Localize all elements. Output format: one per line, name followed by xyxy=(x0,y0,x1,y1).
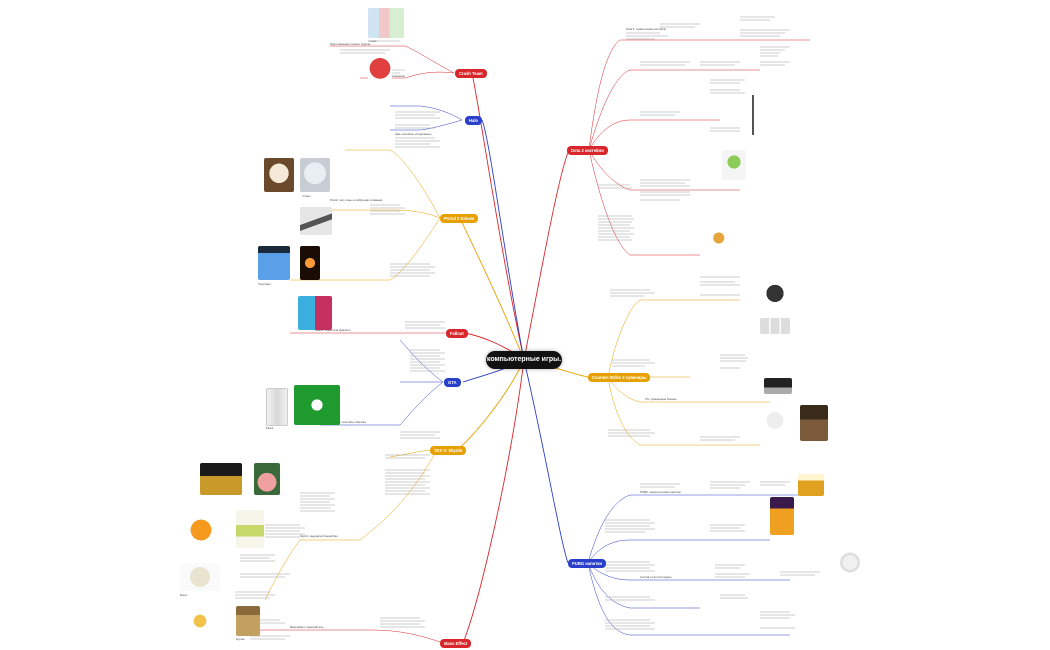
topic-portal[interactable]: Portal 2 Knives xyxy=(440,214,479,223)
plant-cup-image xyxy=(722,150,746,180)
topic-dota[interactable]: Dota 2 коктейли xyxy=(567,146,608,155)
topic-halo[interactable]: Halo xyxy=(465,116,483,125)
wine-glass-image xyxy=(236,510,264,548)
central-topic[interactable]: компьютерные игры. xyxy=(486,351,562,369)
jars-image xyxy=(368,8,404,38)
caption-glass: Бокал xyxy=(180,594,188,597)
branch-crash xyxy=(471,72,525,361)
cup-image xyxy=(180,563,220,591)
note-skyrim: Skyrim: медовуха Хонингбрю xyxy=(300,534,338,538)
bar-photo-image xyxy=(800,405,828,441)
mug-image xyxy=(254,463,280,495)
note-gta: GTA: коктейль «Sprunk» xyxy=(335,420,367,424)
cookies-image xyxy=(188,608,228,634)
note-portal: Portal: торт-ложь со взбитыми сливками xyxy=(330,198,383,202)
caption-jars: Стопки xyxy=(368,40,377,43)
caption-cup: Подставка xyxy=(258,283,271,286)
glasses-set-image xyxy=(708,222,744,254)
note-recipe: Состав и способ подачи xyxy=(640,575,672,579)
topic-gta[interactable]: GTA xyxy=(444,378,461,387)
caption-mug: Кружка xyxy=(236,638,245,641)
caption-skull: Стакан xyxy=(302,195,311,198)
cheese-image xyxy=(183,516,219,544)
knife-stand-image xyxy=(764,378,792,394)
note-fallout: Fallout: Nuka-Cola Quantum xyxy=(315,328,351,332)
beer-image xyxy=(798,474,824,496)
note-mass: Mass Effect: сёрнский эль xyxy=(290,625,324,629)
mushroom-image xyxy=(368,57,392,95)
tea-cup-image xyxy=(236,606,260,636)
grenade-mug-image xyxy=(764,278,786,306)
branch-tes xyxy=(456,359,525,451)
nuka-bottles-image xyxy=(298,296,332,330)
topic-pubg[interactable]: PUBG напитки xyxy=(568,559,606,568)
topic-mass-effect[interactable]: Mass Effect xyxy=(440,639,472,648)
topic-tes[interactable]: TES V: Skyrim xyxy=(430,446,467,455)
blue-cup-image xyxy=(258,246,290,280)
branch-portal xyxy=(459,217,525,361)
glass-image xyxy=(266,388,288,426)
note-syrup: Приготовление тонкого сиропа... xyxy=(330,42,373,46)
orange-drink-image xyxy=(300,246,320,280)
knife-image xyxy=(300,207,332,235)
topic-fallout[interactable]: Fallout xyxy=(446,329,468,338)
cups-white-image xyxy=(838,546,868,576)
note-halo: Halo: коктейль «Спартанец» xyxy=(395,132,432,136)
topic-crash[interactable]: Crash Team xyxy=(455,69,487,78)
wine-glass-cs-image xyxy=(762,410,788,440)
energy-can-image xyxy=(770,497,794,535)
note-dota: Dota 2: тематические коктейли xyxy=(626,27,667,31)
topic-counter-strike[interactable]: Counter-Strike 2 сувениры xyxy=(588,373,651,382)
skull-glass-image xyxy=(264,158,294,192)
sprunk-image xyxy=(294,385,340,425)
glass-blocks-image xyxy=(760,318,790,334)
skull-clear-image xyxy=(300,158,330,192)
branch-dota xyxy=(523,149,570,361)
note-cs: CS: сувенирные бокалы xyxy=(645,397,677,401)
tree-stand-image xyxy=(740,95,766,135)
branch-pubg xyxy=(523,359,569,564)
note-pubg: PUBG: энергетические напитки xyxy=(640,490,681,494)
branch-mass xyxy=(462,359,525,644)
branch-halo xyxy=(481,119,525,361)
caption-can: Банка xyxy=(266,427,274,430)
shots-image xyxy=(200,463,242,495)
